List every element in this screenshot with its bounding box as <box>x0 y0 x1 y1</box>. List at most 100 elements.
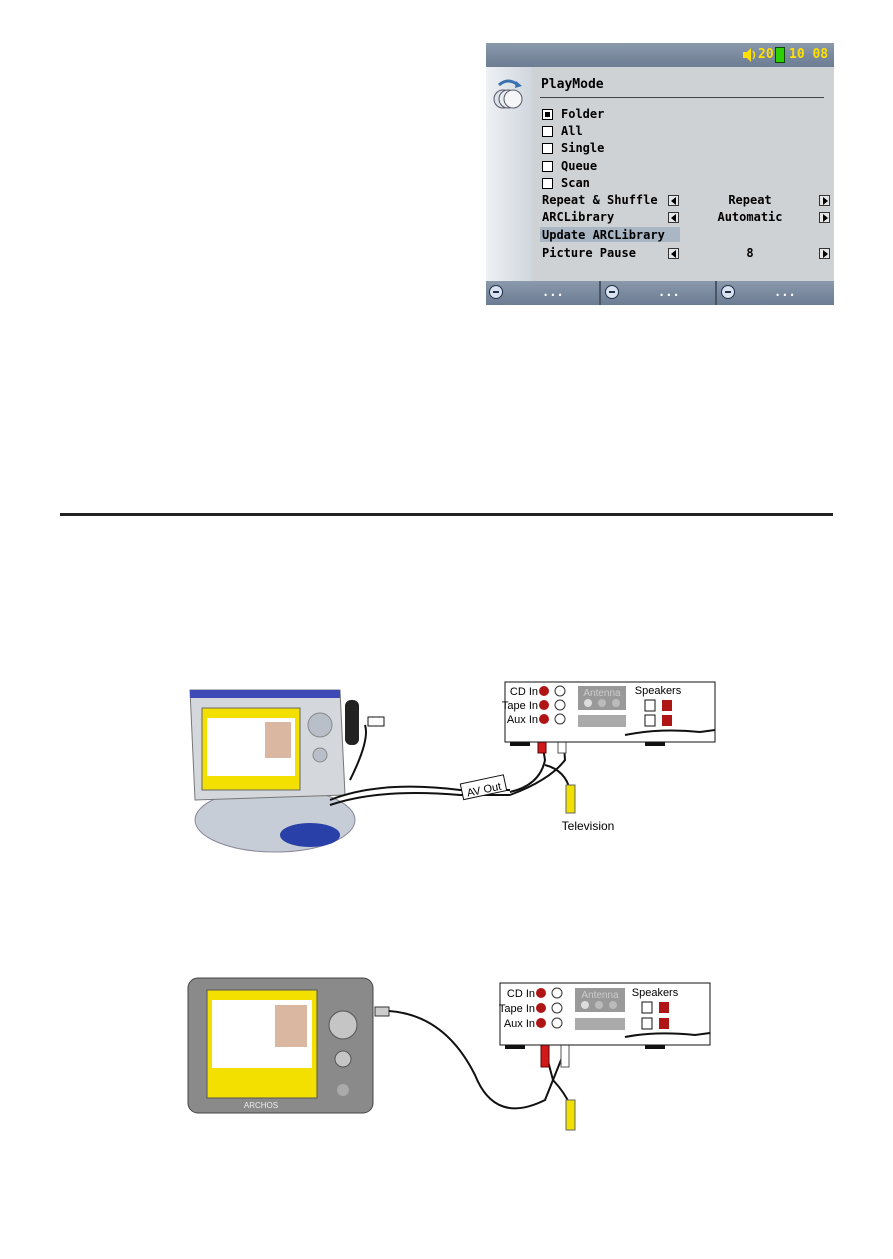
antenna-jack <box>595 1001 603 1009</box>
speaker-terminal <box>645 715 655 726</box>
tv-label: Television <box>562 819 615 833</box>
button-icon <box>335 1051 351 1067</box>
device-screen: 20 10 08 PlayMode Folder All Single Queu… <box>486 43 834 305</box>
checkbox[interactable] <box>542 109 553 120</box>
jack-red <box>539 700 549 710</box>
speaker-terminal <box>645 700 655 711</box>
jack-red <box>536 988 546 998</box>
setting-update-arclibrary[interactable]: Update ARCLibrary <box>542 228 665 242</box>
softkey-1[interactable]: ... <box>486 281 601 305</box>
display-panel <box>578 715 626 727</box>
title-divider <box>540 97 824 98</box>
checkbox[interactable] <box>542 178 553 189</box>
softkey-3[interactable]: ... <box>718 281 833 305</box>
display-panel <box>575 1018 625 1030</box>
jack-red <box>539 714 549 724</box>
speaker-terminal <box>642 1018 652 1029</box>
album-art <box>265 722 291 758</box>
jack-white <box>552 1018 562 1028</box>
dpad-icon <box>308 713 332 737</box>
section-divider <box>60 513 833 516</box>
softkey-icon <box>721 285 735 299</box>
setting-repeat-shuffle[interactable]: Repeat & Shuffle <box>542 193 658 207</box>
checkbox[interactable] <box>542 161 553 172</box>
softkey-icon <box>605 285 619 299</box>
setting-value: Automatic <box>702 210 798 224</box>
volume-level: 20 <box>758 47 774 62</box>
antenna-jack <box>609 1001 617 1009</box>
jack-white <box>555 700 565 710</box>
speakers-label: Speakers <box>632 987 679 999</box>
status-bar: 20 10 08 <box>486 43 834 67</box>
speaker-grille-icon <box>337 1084 349 1096</box>
antenna-jack <box>584 699 592 707</box>
device-top-band <box>190 690 340 698</box>
jack-white <box>555 714 565 724</box>
receiver-foot <box>645 1045 665 1049</box>
jack-white <box>555 686 565 696</box>
right-arrow-icon[interactable] <box>819 212 830 223</box>
softkey-icon <box>489 285 503 299</box>
connection-diagram-direct: ARCHOS CD In Tape In Aux In Antenna Spea… <box>185 975 715 1155</box>
speaker-terminal <box>642 1002 652 1013</box>
power-plug <box>368 717 384 726</box>
rca-plug-yellow <box>566 1100 575 1130</box>
right-arrow-icon[interactable] <box>819 248 830 259</box>
antenna-label: Antenna <box>581 990 619 1001</box>
speaker-icon <box>742 47 758 63</box>
av-plug <box>375 1007 389 1016</box>
antenna-jack <box>612 699 620 707</box>
mode-option-folder[interactable]: Folder <box>542 107 604 121</box>
left-arrow-icon[interactable] <box>668 195 679 206</box>
album-art <box>275 1005 307 1047</box>
page-title: PlayMode <box>541 77 604 92</box>
receiver-foot <box>510 742 530 746</box>
softkey-2[interactable]: ... <box>602 281 717 305</box>
setting-arclibrary[interactable]: ARCLibrary <box>542 210 614 224</box>
checkbox[interactable] <box>542 143 553 154</box>
mode-sidebar <box>486 67 532 281</box>
jack-red <box>539 686 549 696</box>
rca-plug-yellow <box>566 785 575 813</box>
softkey-bar: ... ... ... <box>486 281 834 305</box>
mode-option-all[interactable]: All <box>542 124 583 138</box>
antenna-jack <box>581 1001 589 1009</box>
left-arrow-icon[interactable] <box>668 248 679 259</box>
cd-in-label: CD In <box>507 988 535 1000</box>
receiver-foot <box>505 1045 525 1049</box>
checkbox[interactable] <box>542 126 553 137</box>
left-arrow-icon[interactable] <box>668 212 679 223</box>
brand-logo: ARCHOS <box>244 1101 278 1110</box>
setting-value: 8 <box>702 246 798 260</box>
dpad-icon <box>329 1011 357 1039</box>
speaker-terminal <box>659 1018 669 1029</box>
mode-option-single[interactable]: Single <box>542 141 604 155</box>
jack-red <box>536 1003 546 1013</box>
receiver-foot <box>645 742 665 746</box>
aux-in-label: Aux In <box>504 1018 535 1030</box>
tape-in-label: Tape In <box>502 700 538 712</box>
button-icon <box>313 748 327 762</box>
speaker-terminal <box>659 1002 669 1013</box>
mode-option-scan[interactable]: Scan <box>542 176 590 190</box>
speaker-terminal <box>662 700 672 711</box>
setting-picture-pause[interactable]: Picture Pause <box>542 246 636 260</box>
connection-diagram-dock: AV Out Television CD In Tape In Aux In A… <box>180 670 720 870</box>
tape-in-label: Tape In <box>499 1003 535 1015</box>
jack-white <box>552 1003 562 1013</box>
dock-accent <box>280 823 340 847</box>
jack-white <box>552 988 562 998</box>
antenna-jack <box>598 699 606 707</box>
antenna-label: Antenna <box>583 688 621 699</box>
clock: 10 08 <box>789 47 828 62</box>
battery-icon <box>775 47 785 63</box>
cd-in-label: CD In <box>510 686 538 698</box>
mode-option-queue[interactable]: Queue <box>542 159 597 173</box>
playmode-icon <box>491 77 525 111</box>
aux-in-label: Aux In <box>507 714 538 726</box>
device-side-strap <box>345 700 359 745</box>
right-arrow-icon[interactable] <box>819 195 830 206</box>
speaker-terminal <box>662 715 672 726</box>
jack-red <box>536 1018 546 1028</box>
speakers-label: Speakers <box>635 685 682 697</box>
